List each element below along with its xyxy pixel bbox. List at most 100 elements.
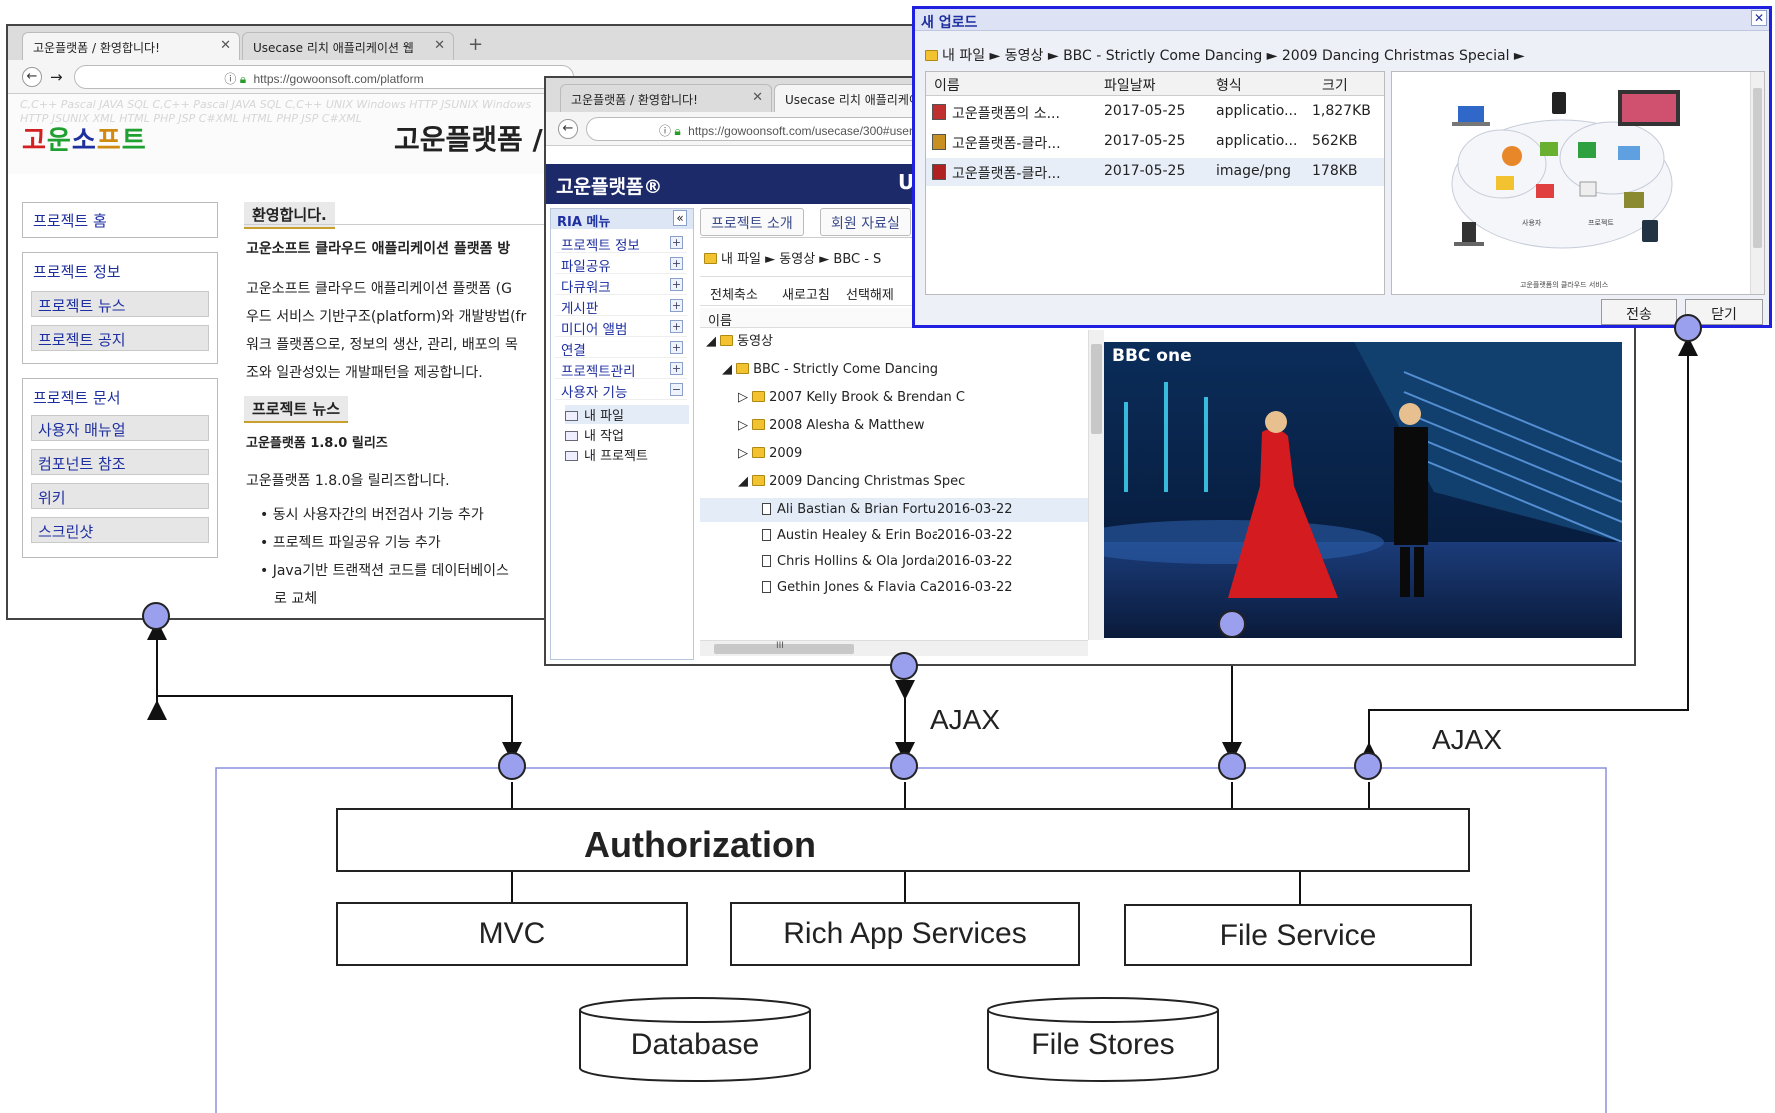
ria-menu-item[interactable]: 다큐워크+ (555, 275, 687, 296)
info-icon: ⓘ (659, 124, 672, 138)
file-name: Austin Healey & Erin Boag (777, 528, 937, 543)
page-icon (565, 431, 578, 441)
tree-file-row[interactable]: Austin Healey & Erin Boag2016-03-22 (700, 524, 1088, 548)
url-field[interactable]: ⓘ 🔒︎ https://gowoonsoft.com/platform (74, 65, 574, 89)
expand-icon[interactable]: + (670, 278, 683, 291)
file-type: applicatio... (1216, 133, 1298, 149)
scroll-grip: III (776, 641, 784, 651)
collapse-icon[interactable]: − (670, 383, 683, 396)
expand-icon[interactable]: + (670, 299, 683, 312)
pdf-icon (932, 104, 946, 120)
app-header-text: U (898, 170, 915, 194)
tree-file-row[interactable]: Gethin Jones & Flavia Caca2016-03-22 (700, 576, 1088, 600)
sidebar-item-wiki[interactable]: 위키 (31, 483, 209, 509)
column-size[interactable]: 크기 (1322, 78, 1348, 94)
tree-folder-2009[interactable]: ▷ 2009 (738, 446, 803, 461)
sidebar-item-screenshot[interactable]: 스크린샷 (31, 517, 209, 543)
tab-project-intro[interactable]: 프로젝트 소개 (700, 208, 804, 236)
upload-dialog: 새 업로드 ✕ 내 파일 ► 동영상 ► BBC - Strictly Come… (912, 6, 1772, 328)
column-date[interactable]: 파일날짜 (1104, 78, 1156, 94)
ria-menu-item[interactable]: 파일공유+ (555, 254, 687, 275)
vertical-scrollbar[interactable] (1088, 330, 1104, 640)
send-button[interactable]: 전송 (1601, 299, 1677, 325)
tree-folder-root[interactable]: ◢ 동영상 (706, 334, 774, 349)
mvc-box: MVC (336, 902, 688, 966)
sidebar-home: 프로젝트 홈 (22, 202, 218, 238)
forward-icon[interactable]: → (50, 68, 63, 86)
ria-submenu-item[interactable]: 내 프로젝트 (565, 445, 648, 464)
intro-line: 고운소프트 클라우드 애플리케이션 플랫폼 (G (246, 281, 512, 297)
tree-file-row[interactable]: Ali Bastian & Brian Fortuna2016-03-22 (700, 498, 1088, 522)
sidebar-item-notice[interactable]: 프로젝트 공지 (31, 325, 209, 351)
close-tab-icon[interactable]: ✕ (220, 38, 231, 53)
ria-menu-panel: RIA 메뉴 « 프로젝트 정보+파일공유+다큐워크+게시판+미디어 앨범+연결… (550, 208, 694, 660)
video-player[interactable]: BBC one (1104, 342, 1622, 638)
ria-menu-item[interactable]: 미디어 앨범+ (555, 317, 687, 338)
video-file-icon (762, 529, 771, 541)
back-icon[interactable]: ← (558, 119, 578, 139)
sidebar-item-news[interactable]: 프로젝트 뉴스 (31, 291, 209, 317)
tree-folder-2008[interactable]: ▷ 2008 Alesha & Matthew (738, 418, 925, 433)
close-icon[interactable]: ✕ (1751, 10, 1767, 26)
file-name: 고운플랫폼의 소... (952, 106, 1060, 122)
deselect-button[interactable]: 선택해제 (846, 288, 894, 303)
site-logo[interactable]: 고운소프트 (22, 120, 147, 157)
tab-welcome[interactable]: 고운플랫폼 / 환영합니다!✕ (560, 84, 772, 112)
database-cylinder (579, 997, 811, 1082)
ria-submenu-item[interactable]: 내 작업 (565, 425, 624, 444)
sidebar-docs: 프로젝트 문서 사용자 매뉴얼 컴포넌트 참조 위키 스크린샷 (22, 378, 218, 558)
column-name[interactable]: 이름 (934, 78, 960, 94)
back-icon[interactable]: ← (22, 67, 42, 87)
ria-menu-item[interactable]: 프로젝트관리+ (555, 359, 687, 380)
tree-folder-bbc[interactable]: ◢ BBC - Strictly Come Dancing (722, 362, 939, 377)
collapse-icon[interactable]: « (673, 210, 687, 226)
dialog-title: 새 업로드 (921, 15, 978, 31)
expand-icon[interactable]: + (670, 320, 683, 333)
connector-node-browser1 (142, 602, 170, 630)
tab-welcome[interactable]: 고운플랫폼 / 환영합니다!✕ (22, 32, 240, 60)
expand-icon[interactable]: + (670, 362, 683, 375)
column-name[interactable]: 이름 (708, 314, 732, 329)
file-type: applicatio... (1216, 103, 1298, 119)
folder-icon (704, 253, 717, 264)
release-title[interactable]: 고운플랫폼 1.8.0 릴리즈 (246, 436, 388, 451)
authorization-label: Authorization (584, 824, 816, 865)
tab-label: Usecase 리치 애플리케이션 웹 (253, 41, 414, 55)
preview-caption: 고운플랫폼의 클라우드 서비스 (1520, 281, 1609, 289)
refresh-button[interactable]: 새로고침 (782, 288, 830, 303)
ria-submenu-item[interactable]: 내 파일 (565, 405, 689, 424)
sidebar-item-home[interactable]: 프로젝트 홈 (33, 212, 107, 230)
expand-icon[interactable]: + (670, 257, 683, 270)
collapsed-icon: ▷ (738, 446, 753, 461)
ria-menu-item[interactable]: 프로젝트 정보+ (555, 233, 687, 254)
preview-scrollbar[interactable] (1750, 72, 1764, 294)
tree-file-row[interactable]: Chris Hollins & Ola Jordan2016-03-22 (700, 550, 1088, 574)
file-name: 고운플랫폼-클라... (952, 166, 1061, 182)
folder-icon (720, 335, 734, 346)
tree-folder-christmas[interactable]: ◢ 2009 Dancing Christmas Spec (738, 474, 966, 489)
ria-menu-item[interactable]: 사용자 기능− (555, 380, 687, 401)
collapse-all-button[interactable]: 전체축소 (710, 288, 758, 303)
ria-menu-item[interactable]: 게시판+ (555, 296, 687, 317)
new-tab-icon[interactable]: + (468, 34, 484, 55)
tab-usecase[interactable]: Usecase 리치 애플리케이션 웹 ✕ (242, 32, 454, 60)
horizontal-scrollbar[interactable]: III (700, 640, 1088, 656)
sidebar-item-component[interactable]: 컴포넌트 참조 (31, 449, 209, 475)
tree-folder-2007[interactable]: ▷ 2007 Kelly Brook & Brendan C (738, 390, 965, 405)
ria-menu-item[interactable]: 연결+ (555, 338, 687, 359)
close-tab-icon[interactable]: ✕ (752, 90, 763, 105)
tab-member-files[interactable]: 회원 자료실 (820, 208, 911, 236)
expand-icon[interactable]: + (670, 236, 683, 249)
site-title: 고운플랫폼 / (394, 123, 543, 156)
column-type[interactable]: 형식 (1216, 78, 1242, 94)
close-tab-icon[interactable]: ✕ (434, 38, 445, 53)
sidebar-item-manual[interactable]: 사용자 매뉴얼 (31, 415, 209, 441)
expand-icon[interactable]: + (670, 341, 683, 354)
logo-letter: 소 (71, 126, 97, 156)
submenu-label: 내 작업 (584, 429, 625, 444)
expanded-icon: ◢ (738, 474, 753, 489)
